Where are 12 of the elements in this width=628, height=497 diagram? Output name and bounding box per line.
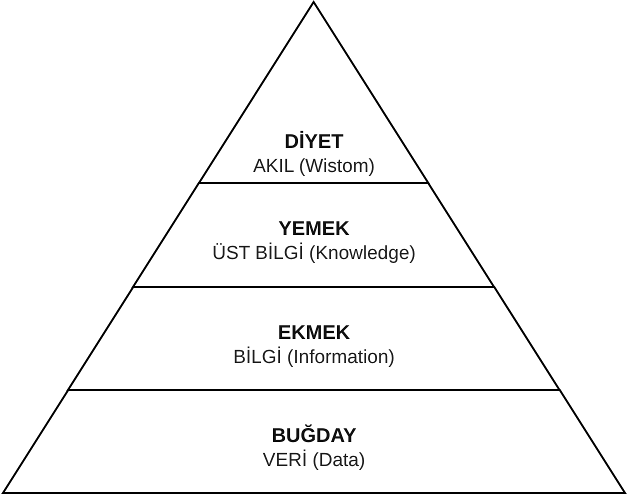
pyramid-tier [133,183,494,287]
tier-label: VERİ (Data) [262,448,366,473]
pyramid-tier [3,390,625,493]
tier-heading: YEMEK [278,217,350,241]
tier-heading: EKMEK [278,321,350,345]
pyramid-tier [199,2,429,183]
tier-heading: DİYET [284,130,344,154]
tier-label: ÜST BİLGİ (Knowledge) [212,242,416,266]
pyramid-tier [68,287,560,390]
tier-label: AKIL (Wistom) [253,155,375,179]
tier-heading: BUĞDAY [272,424,356,448]
tier-label: BİLGİ (Information) [233,346,395,370]
